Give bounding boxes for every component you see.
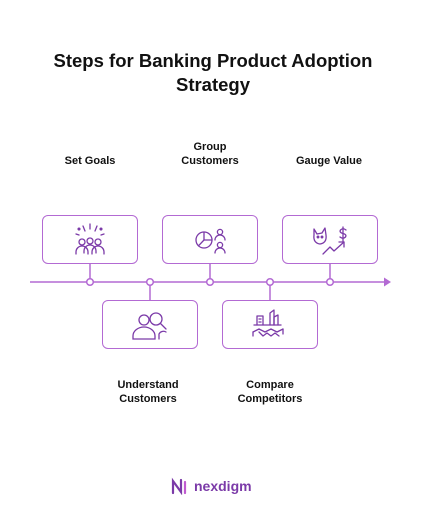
timeline-dot-set-goals	[85, 277, 95, 287]
logo-wordmark: nexdigm	[194, 478, 252, 494]
step-label-compare-competitors: Compare Competitors	[237, 379, 303, 405]
step-card-gauge-value	[282, 215, 378, 264]
step-label-group-customers: Group Customers	[181, 141, 239, 167]
nexdigm-logo: nexdigm	[170, 477, 252, 495]
step-card-compare-competitors	[222, 300, 318, 349]
handshake-buildings-icon	[250, 308, 290, 342]
magnifier-person-icon	[130, 308, 170, 342]
timeline-dot-gauge-value	[325, 277, 335, 287]
celebration-people-icon	[70, 222, 110, 257]
step-card-set-goals	[42, 215, 138, 264]
nexdigm-logo-icon	[170, 477, 190, 495]
timeline-dot-group-customers	[205, 277, 215, 287]
timeline-dot-compare-competitors	[265, 277, 275, 287]
step-label-gauge-value: Gauge Value	[295, 155, 363, 167]
cat-dollar-growth-icon	[309, 223, 351, 257]
diagram-title: Steps for Banking Product Adoption Strat…	[53, 50, 373, 95]
timeline-dot-understand-customers	[145, 277, 155, 287]
pie-chart-people-icon	[190, 223, 230, 257]
step-card-understand-customers	[102, 300, 198, 349]
timeline-arrowhead	[384, 277, 391, 287]
step-label-set-goals: Set Goals	[64, 155, 116, 167]
step-label-understand-customers: Understand Customers	[117, 379, 179, 405]
step-card-group-customers	[162, 215, 258, 264]
